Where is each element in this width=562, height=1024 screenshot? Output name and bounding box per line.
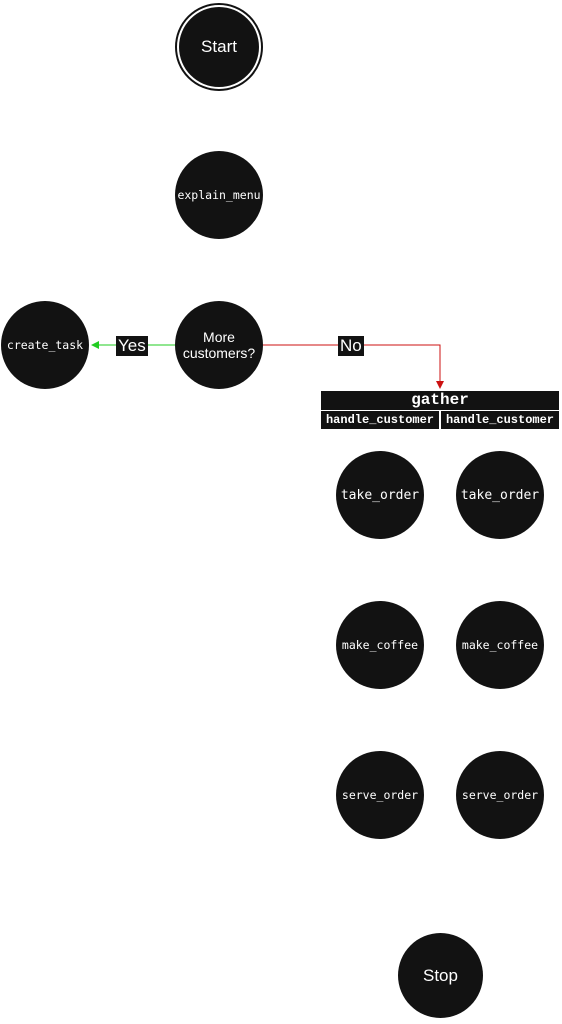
serve-order-label-1: serve_order: [341, 788, 419, 802]
gather-column-header-2: handle_customer: [441, 411, 559, 429]
decision-label-line2: customers?: [182, 345, 256, 361]
yes-edge-label: Yes: [116, 336, 148, 356]
stop-node: Stop: [398, 933, 483, 1018]
start-node-ring: [175, 3, 263, 91]
make-coffee-label-2: make_coffee: [461, 638, 539, 652]
decision-node: More customers?: [175, 301, 263, 389]
explain-menu-node: explain_menu: [175, 151, 263, 239]
no-edge: [263, 344, 444, 389]
start-label: Start: [201, 37, 237, 56]
gather-header: gather: [321, 391, 559, 410]
stop-label: Stop: [423, 965, 458, 985]
no-edge-label: No: [338, 336, 364, 356]
decision-label-line1: More: [203, 329, 235, 345]
take-order-label-1: take_order: [340, 487, 420, 503]
make-coffee-node-2: make_coffee: [456, 601, 544, 689]
serve-order-label-2: serve_order: [461, 788, 539, 802]
take-order-node-2: take_order: [456, 451, 544, 539]
gather-column-header-1: handle_customer: [321, 411, 439, 429]
make-coffee-label-1: make_coffee: [341, 638, 419, 652]
serve-order-node-1: serve_order: [336, 751, 424, 839]
take-order-node-1: take_order: [336, 451, 424, 539]
create-task-label: create_task: [6, 338, 84, 352]
explain-menu-label: explain_menu: [177, 188, 261, 202]
make-coffee-node-1: make_coffee: [336, 601, 424, 689]
take-order-label-2: take_order: [460, 487, 540, 503]
serve-order-node-2: serve_order: [456, 751, 544, 839]
create-task-node: create_task: [1, 301, 89, 389]
start-node: Start: [179, 7, 259, 87]
